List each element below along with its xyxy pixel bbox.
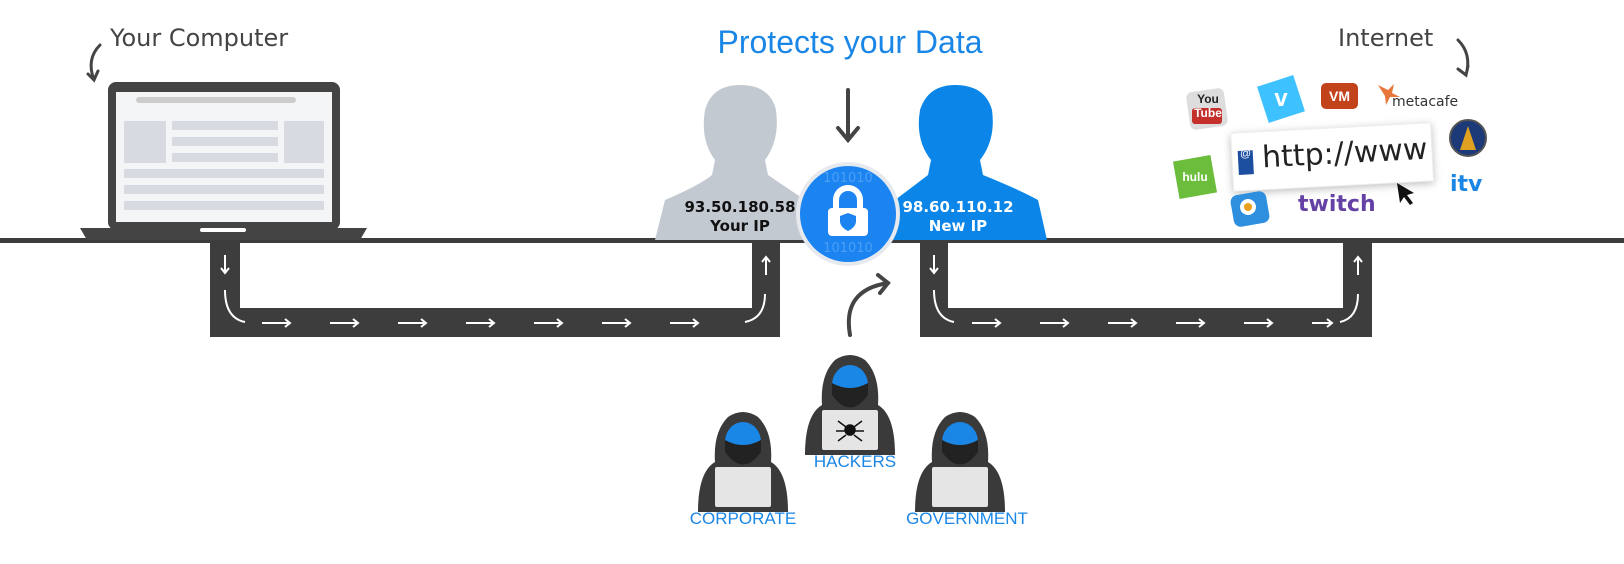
computer-label: Your Computer	[110, 24, 289, 52]
cursor-icon	[1397, 183, 1414, 205]
new-ip-label: New IP	[928, 217, 988, 235]
address-bar	[1230, 122, 1435, 192]
metacafe-logo	[1378, 84, 1400, 105]
pointer-arrows	[86, 38, 1470, 337]
twitch-text: twitch	[1298, 192, 1376, 217]
hackers-label: HACKERS	[813, 452, 897, 471]
your-ip: 93.50.180.58 Your IP	[680, 198, 800, 236]
hulu-logo	[1172, 154, 1218, 200]
corporate-label: CORPORATE	[689, 509, 797, 528]
itv-text: itv	[1450, 172, 1483, 197]
metacafe-text: metacafe	[1392, 94, 1459, 110]
youtube-you: You	[1197, 92, 1219, 106]
flow-arrows	[220, 255, 1363, 328]
svg-text:101010: 101010	[823, 241, 873, 256]
lock-icon: 101010 101010	[796, 162, 900, 266]
new-ip-address: 98.60.110.12	[902, 198, 1014, 216]
svg-text:101010: 101010	[823, 171, 873, 186]
left-tunnel	[210, 240, 780, 337]
vm-text: VM	[1329, 88, 1350, 104]
hacker-icon	[805, 355, 895, 455]
current-user-silhouette	[655, 85, 815, 240]
new-user-silhouette	[890, 85, 1047, 240]
page-title: Protects your Data	[717, 24, 983, 60]
vimeo-logo	[1257, 75, 1305, 123]
internet-label: Internet	[1338, 24, 1434, 52]
at-icon: @	[1239, 147, 1252, 161]
youtube-text: You Tube	[1190, 92, 1226, 120]
vm-logo	[1321, 83, 1358, 109]
youtube-tube: Tube	[1194, 106, 1222, 120]
government-label: GOVERNMENT	[906, 509, 1028, 528]
right-tunnel	[920, 240, 1372, 337]
hulu-text: hulu	[1182, 170, 1208, 184]
new-ip: 98.60.110.12 New IP	[898, 198, 1018, 236]
vimeo-text: v	[1274, 85, 1288, 112]
laptop-icon	[80, 82, 367, 240]
your-ip-address: 93.50.180.58	[684, 198, 796, 216]
your-ip-label: Your IP	[710, 217, 770, 235]
